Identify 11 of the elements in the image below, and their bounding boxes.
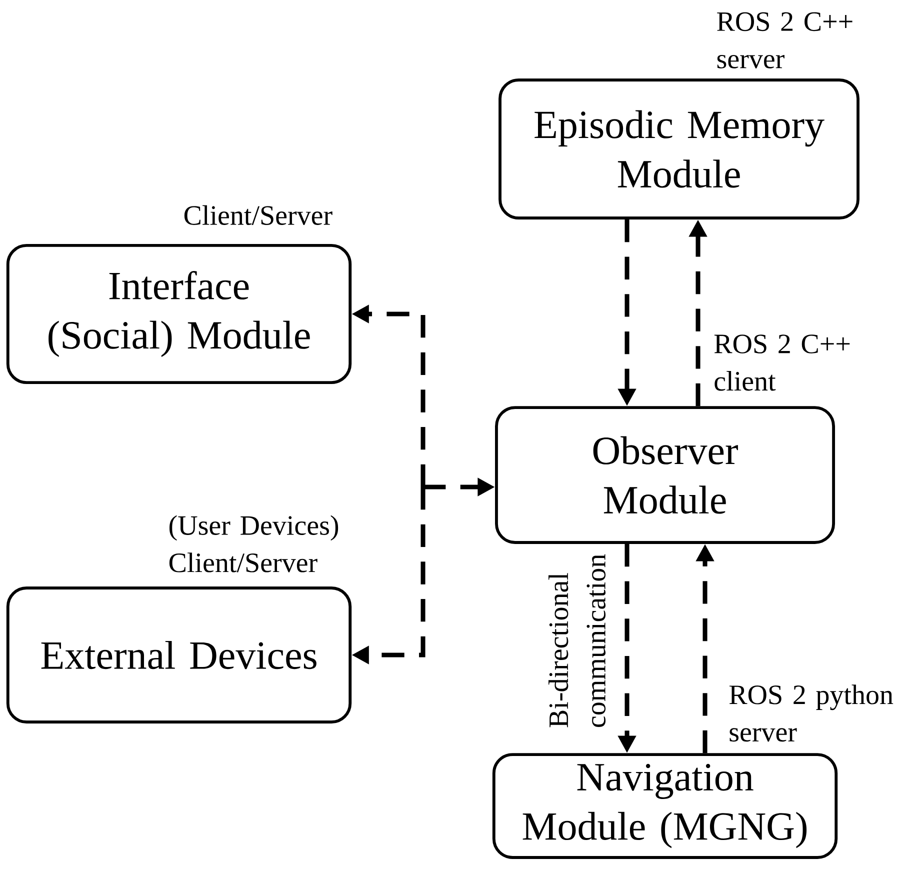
protocol-note: ROS 2 C++ server xyxy=(717,12,852,68)
edge-label: ROS 2 C++ client xyxy=(712,333,868,392)
module-box: Interface (Social) Module xyxy=(6,244,352,384)
module-box: Navigation Module (MGNG) xyxy=(492,753,838,859)
protocol-note: (User Devices) Client/Server xyxy=(169,515,338,572)
protocol-note: Client/Server xyxy=(184,205,332,225)
module-box: External Devices xyxy=(6,586,352,724)
edge-label: Bi-directional communication xyxy=(547,554,607,730)
module-box: Observer Module xyxy=(495,406,836,544)
module-box: Episodic Memory Module xyxy=(498,78,860,220)
edge-label: ROS 2 python server xyxy=(727,683,897,743)
